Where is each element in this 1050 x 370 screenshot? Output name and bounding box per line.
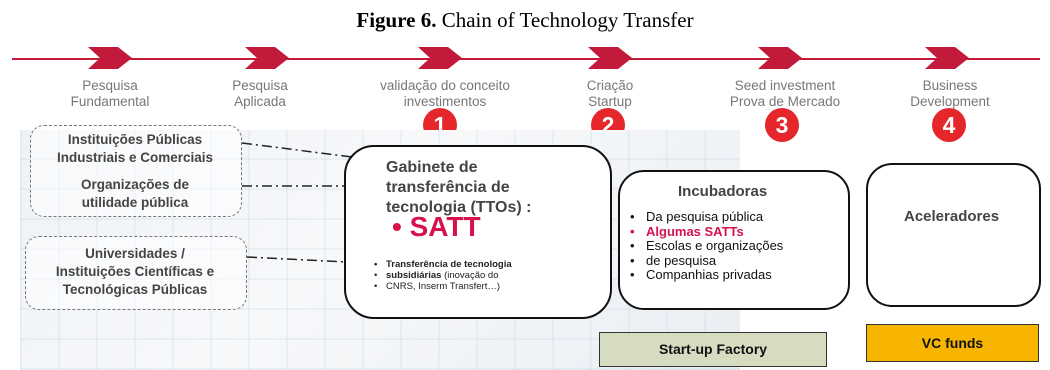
tto-sub-list: Transferência de tecnologia subsidiárias… <box>372 259 512 292</box>
chevron-arrow-icon <box>758 47 802 69</box>
chevron-arrow-icon <box>925 47 969 69</box>
chevron-arrow-icon <box>588 47 632 69</box>
timeline-line <box>12 58 1040 60</box>
figure-number: Figure 6. <box>356 8 437 32</box>
list-item: Escolas e organizações <box>628 238 783 254</box>
vc-funds-tag: VC funds <box>866 324 1039 362</box>
incubadoras-list: Da pesquisa pública Algumas SATTs Escola… <box>628 209 783 283</box>
aceleradores-box <box>866 163 1041 307</box>
startup-factory-tag: Start-up Factory <box>599 332 827 367</box>
step-number-badge: 3 <box>765 108 799 142</box>
list-item: Da pesquisa pública <box>628 209 783 225</box>
step-number-badge: 4 <box>932 108 966 142</box>
list-item: de pesquisa <box>628 253 783 269</box>
figure-title: Figure 6. Chain of Technology Transfer <box>0 8 1050 33</box>
list-item: Companhias privadas <box>628 267 783 283</box>
org-group-box-1 <box>30 125 242 217</box>
org-label-universidades: Universidades /Instituições Científicas … <box>55 246 215 297</box>
org-group-box-2 <box>25 236 247 310</box>
chevron-arrow-icon <box>88 47 132 69</box>
satt-label: • SATT <box>392 211 481 242</box>
aceleradores-title: Aceleradores <box>904 208 1000 225</box>
chevron-arrow-icon <box>418 47 462 69</box>
incubadoras-title: Incubadoras <box>678 183 768 200</box>
chevron-arrow-icon <box>245 47 289 69</box>
list-item: Algumas SATTs <box>628 224 783 240</box>
figure-caption: Chain of Technology Transfer <box>441 8 694 32</box>
